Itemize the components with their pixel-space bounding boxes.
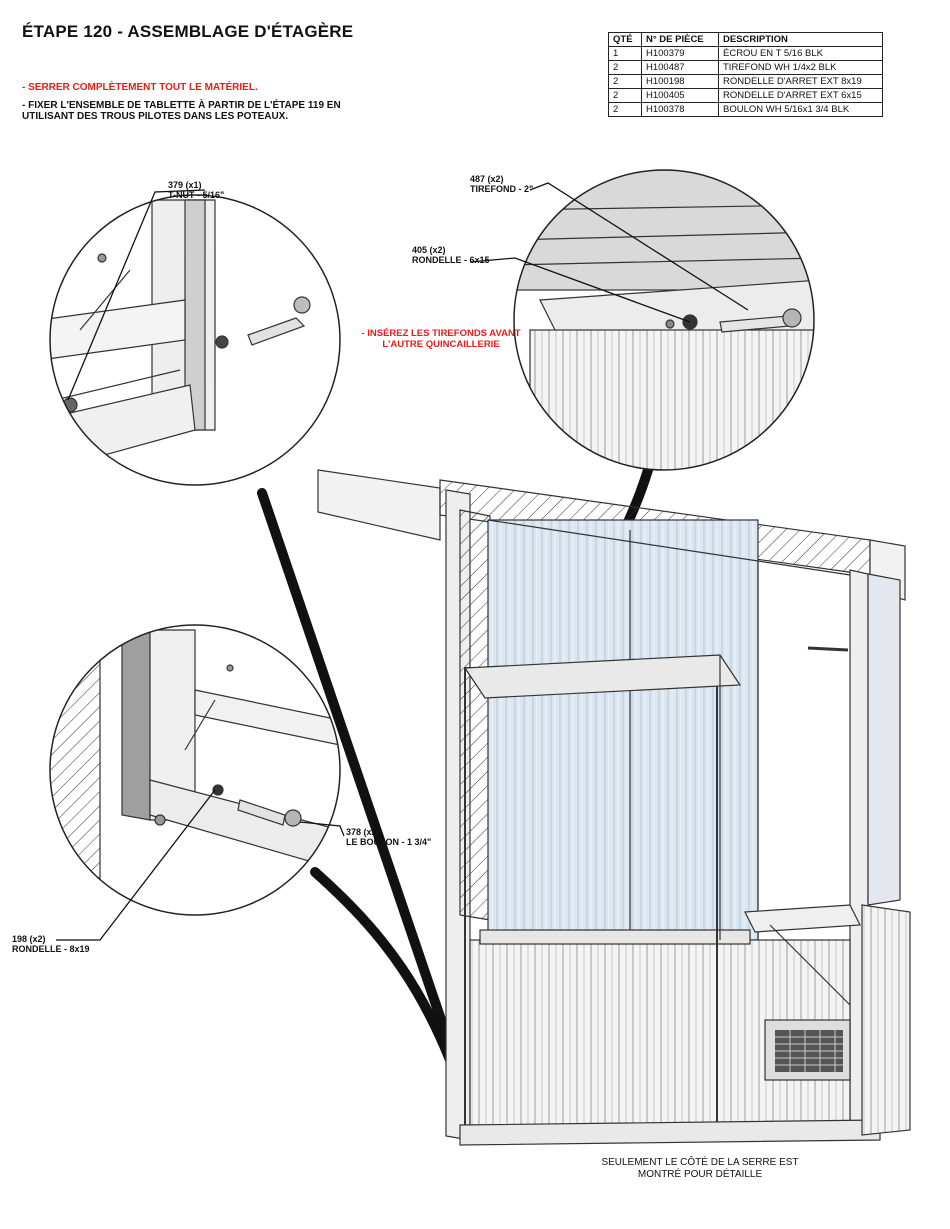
insert-lag-screws-note: - INSÉREZ LES TIREFONDS AVANT L'AUTRE QU… — [346, 328, 536, 350]
callout-tnut: 379 (x1) T-NUT - 5/16" — [168, 180, 224, 200]
callout-boulon: 378 (x2) LE BOULON - 1 3/4" — [346, 827, 431, 847]
connector-upper-left — [257, 488, 475, 1110]
parts-table: QTÉ N° DE PIÈCE DESCRIPTION 1 H100379 ÉC… — [608, 32, 883, 117]
connector-lower-left — [310, 867, 473, 1115]
callout-rondelle8-qty: 198 (x2) — [12, 934, 46, 944]
callout-rondelle6-qty: 405 (x2) — [412, 245, 446, 255]
row-desc: BOULON WH 5/16x1 3/4 BLK — [718, 102, 883, 117]
callout-tirefond: 487 (x2) TIREFOND - 2" — [470, 174, 533, 194]
tighten-note: - SERRER COMPLÈTEMENT TOUT LE MATÉRIEL. — [22, 82, 258, 93]
table-row: 2 H100198 RONDELLE D'ARRET EXT 8x19 — [608, 74, 883, 89]
figure-caption: SEULEMENT LE CÔTÉ DE LA SERRE EST MONTRÉ… — [560, 1157, 840, 1181]
callout-rondelle6: 405 (x2) RONDELLE - 6x15 — [412, 245, 490, 265]
callout-tnut-name: T-NUT - 5/16" — [168, 190, 225, 200]
attach-note: - FIXER L'ENSEMBLE DE TABLETTE À PARTIR … — [22, 100, 341, 122]
leader-boulon — [299, 821, 345, 837]
leader-tnut — [67, 189, 206, 401]
leader-rondelle8 — [56, 789, 216, 941]
detail-circle-tnut — [49, 194, 341, 486]
greenhouse-side-wall — [317, 469, 911, 1146]
callout-boulon-name: LE BOULON - 1 3/4" — [346, 837, 432, 847]
table-row: 2 H100378 BOULON WH 5/16x1 3/4 BLK — [608, 102, 883, 117]
callout-rondelle8-name: RONDELLE - 8x19 — [12, 944, 90, 954]
detail-circle-tirefond — [513, 169, 815, 471]
leader-tirefond — [529, 182, 749, 311]
leader-rondelle6 — [469, 257, 691, 323]
detail-circle-bolt — [49, 624, 341, 916]
callout-leaders — [56, 182, 749, 941]
caption-line-1: SEULEMENT LE CÔTÉ DE LA SERRE EST — [601, 1157, 799, 1168]
callout-rondelle8: 198 (x2) RONDELLE - 8x19 — [12, 934, 90, 954]
caption-line-2: MONTRÉ POUR DÉTAILLE — [637, 1169, 763, 1180]
insert-note-line-2: L'AUTRE QUINCAILLERIE — [382, 339, 500, 350]
callout-rondelle6-name: RONDELLE - 6x15 — [412, 255, 490, 265]
insert-note-line-1: - INSÉREZ LES TIREFONDS AVANT — [361, 328, 521, 339]
callout-tirefond-name: TIREFOND - 2" — [470, 184, 534, 194]
row-qty: 2 — [608, 102, 642, 117]
callout-tirefond-qty: 487 (x2) — [470, 174, 504, 184]
page-title: ÉTAPE 120 - ASSEMBLAGE D'ÉTAGÈRE — [22, 22, 354, 41]
callout-tnut-qty: 379 (x1) — [168, 180, 202, 190]
callout-boulon-qty: 378 (x2) — [346, 827, 380, 837]
